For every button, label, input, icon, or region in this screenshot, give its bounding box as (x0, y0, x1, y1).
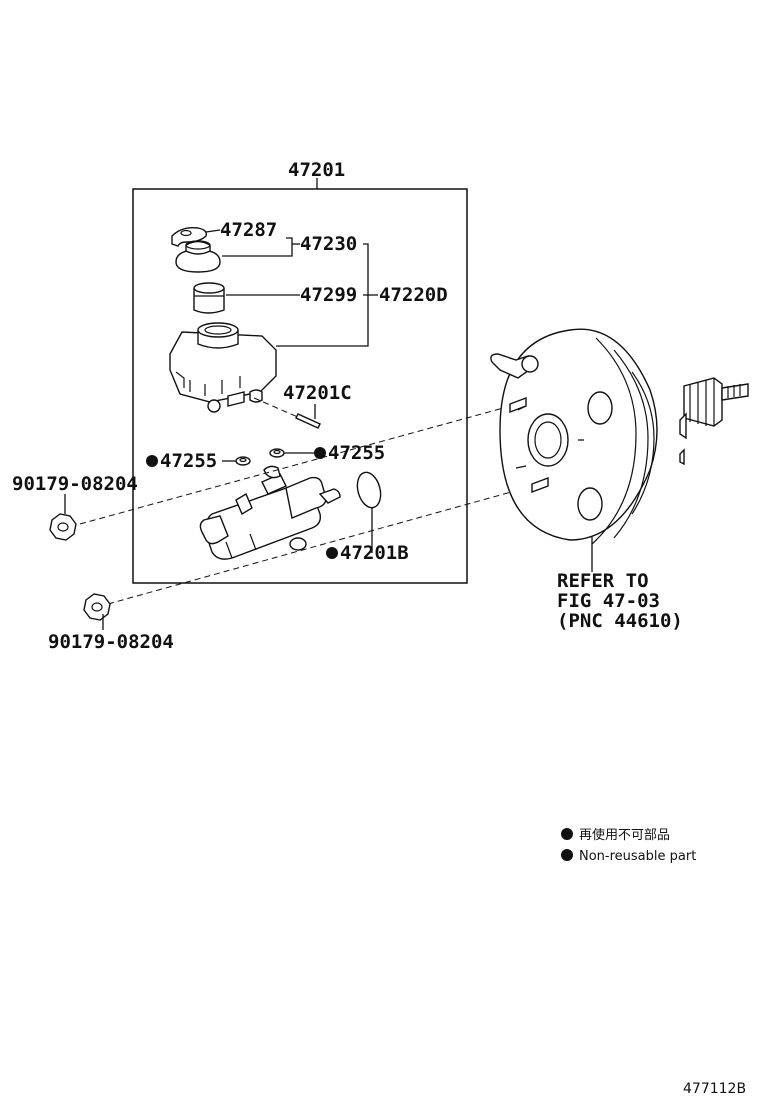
non-reusable-dot (326, 547, 338, 559)
legend-dot-jp (561, 828, 573, 840)
booster-refer-line1: REFER TO (557, 570, 649, 592)
non-reusable-dot (314, 447, 326, 459)
callout-47220D: 47220D (379, 284, 448, 306)
stud-line-upper (79, 403, 519, 525)
master-cylinder-body-part (199, 465, 341, 560)
grommet-left-part (235, 456, 251, 466)
booster-refer-line2: FIG 47-03 (557, 590, 660, 612)
stud-line-lower (107, 483, 541, 605)
legend-dot-en (561, 849, 573, 861)
cap-clip-part (171, 226, 208, 247)
legend-text-en: Non-reusable part (579, 849, 696, 864)
bracket-47230 (222, 237, 293, 257)
reservoir-tank-part (169, 322, 277, 413)
non-reusable-dot (146, 455, 158, 467)
o-ring-part (356, 471, 382, 509)
callout-90179-upper: 90179-08204 (12, 473, 138, 495)
diagram-code: 477112B (683, 1081, 746, 1097)
callout-47230: 47230 (300, 233, 357, 255)
callout-47201: 47201 (288, 159, 345, 181)
reservoir-cap-part (175, 240, 221, 273)
grommet-right-part (269, 448, 285, 458)
leader-47287 (205, 229, 221, 233)
assembly-box (132, 188, 468, 584)
callout-47255-right: 47255 (328, 442, 385, 464)
callout-90179-lower: 90179-08204 (48, 631, 174, 653)
callout-47201B: 47201B (340, 542, 409, 564)
bracket-reservoir (276, 243, 369, 347)
strainer-part (193, 282, 225, 314)
pin-part (295, 413, 321, 429)
callout-47201C: 47201C (283, 382, 352, 404)
callout-47255-left: 47255 (160, 450, 217, 472)
nut-lower-part (83, 593, 111, 621)
callout-47287: 47287 (220, 219, 277, 241)
nut-upper-part (49, 513, 77, 541)
callout-47299: 47299 (300, 284, 357, 306)
pin-dash (253, 397, 301, 419)
booster-refer-line3: (PNC 44610) (557, 610, 683, 632)
legend-text-jp: 再使用不可部品 (579, 827, 670, 843)
brake-booster-part (490, 328, 749, 545)
